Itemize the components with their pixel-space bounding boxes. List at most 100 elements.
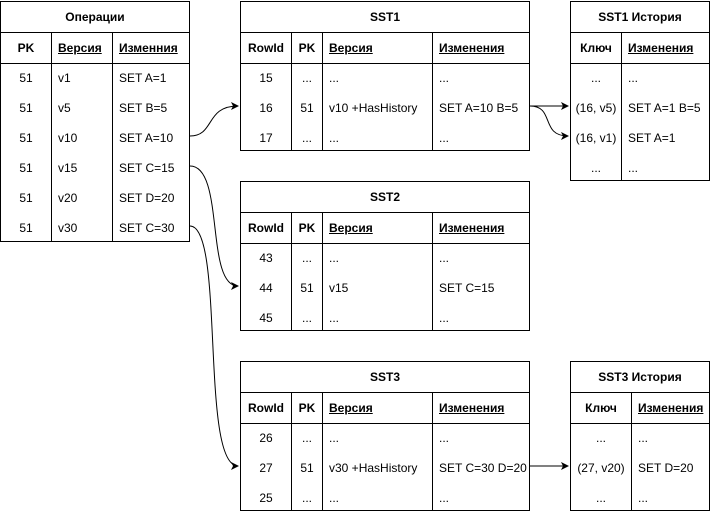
cell-changes: ...: [439, 251, 450, 265]
cell-version: v10 +HasHistory: [329, 101, 418, 115]
cell-key: ...: [590, 161, 601, 175]
cell-changes: SET C=15: [439, 281, 495, 295]
sst1-table: SST1 RowId PK Версия Изменения 15 ... ..…: [240, 1, 530, 151]
cell-key: (27, v20): [577, 461, 625, 475]
sst2-title: SST2: [241, 182, 529, 213]
sst3-title: SST3: [241, 362, 529, 393]
cell-pk: ...: [301, 491, 312, 505]
cell-pk: 51: [300, 461, 314, 475]
cell-changes: ...: [628, 161, 639, 175]
table-row: (27, v20) SET D=20: [571, 453, 709, 483]
table-row: 44 51 v15 SET C=15: [241, 273, 529, 303]
cell-rowid: 43: [259, 251, 273, 265]
col-pk: PK: [298, 221, 316, 235]
col-pk: PK: [298, 401, 316, 415]
sst3-history-header: Ключ Изменения: [571, 393, 709, 424]
col-version: Версия: [58, 41, 102, 55]
cell-changes: SET C=30: [119, 221, 175, 235]
cell-pk: ...: [301, 251, 312, 265]
cell-changes: SET A=10 B=5: [439, 101, 519, 115]
sst1-history-header: Ключ Изменения: [571, 33, 709, 64]
sst3-table: SST3 RowId PK Версия Изменения 26 ... ..…: [240, 361, 530, 511]
col-key: Ключ: [580, 41, 612, 55]
cell-version: ...: [329, 131, 340, 145]
arrow-sst1-to-history-v1: [529, 105, 569, 140]
cell-version: v30: [58, 221, 78, 235]
cell-version: ...: [329, 491, 340, 505]
cell-changes: SET C=15: [119, 161, 175, 175]
table-row: 51 v5 SET B=5: [1, 93, 189, 123]
table-row: 51 v1 SET A=1: [1, 63, 189, 93]
col-changes: Изменения: [638, 401, 704, 415]
cell-version: v15: [58, 161, 78, 175]
table-row: 51 v10 SET A=10: [1, 123, 189, 153]
cell-version: ...: [329, 431, 340, 445]
sst1-title: SST1: [241, 2, 529, 33]
cell-changes: SET B=5: [119, 101, 168, 115]
arrow-ops-to-sst1: [189, 102, 239, 137]
cell-key: ...: [595, 431, 606, 445]
cell-pk: 51: [19, 71, 33, 85]
col-version: Версия: [329, 41, 373, 55]
cell-pk: 51: [19, 101, 33, 115]
col-version: Версия: [329, 221, 373, 235]
cell-changes: SET A=1: [119, 71, 167, 85]
cell-version: ...: [329, 311, 340, 325]
cell-version: v1: [58, 71, 71, 85]
sst3-header: RowId PK Версия Изменения: [241, 393, 529, 424]
table-row: 17 ... ... ...: [241, 123, 529, 153]
cell-key: (16, v5): [575, 101, 617, 115]
cell-rowid: 44: [259, 281, 273, 295]
table-row: 51 v30 SET C=30: [1, 213, 189, 243]
col-key: Ключ: [585, 401, 617, 415]
sst2-header: RowId PK Версия Изменения: [241, 213, 529, 244]
arrow-ops-to-sst2: [189, 165, 239, 290]
col-changes: Изменения: [439, 221, 505, 235]
cell-changes: SET A=1: [628, 131, 676, 145]
col-changes: Изменния: [119, 41, 178, 55]
cell-key: ...: [590, 71, 601, 85]
cell-pk: 51: [19, 161, 33, 175]
cell-rowid: 15: [259, 71, 273, 85]
table-row: (16, v5) SET A=1 B=5: [571, 93, 709, 123]
cell-pk: ...: [301, 311, 312, 325]
table-row: 51 v15 SET C=15: [1, 153, 189, 183]
table-row: (16, v1) SET A=1: [571, 123, 709, 153]
cell-changes: ...: [628, 71, 639, 85]
cell-pk: 51: [19, 131, 33, 145]
cell-changes: ...: [439, 131, 450, 145]
table-row: ... ...: [571, 153, 709, 183]
table-row: ... ...: [571, 63, 709, 93]
cell-changes: SET D=20: [638, 461, 694, 475]
cell-key: (16, v1): [575, 131, 617, 145]
cell-pk: 51: [19, 221, 33, 235]
operations-table: Операции PK Версия Изменния 51 v1 SET A=…: [0, 1, 190, 242]
cell-changes: ...: [439, 311, 450, 325]
cell-changes: SET A=1 B=5: [628, 101, 701, 115]
col-changes: Изменения: [628, 41, 694, 55]
operations-title: Операции: [1, 2, 189, 33]
operations-header: PK Версия Изменния: [1, 33, 189, 64]
cell-rowid: 45: [259, 311, 273, 325]
sst2-table: SST2 RowId PK Версия Изменения 43 ... ..…: [240, 181, 530, 331]
cell-changes: SET A=10: [119, 131, 174, 145]
cell-changes: ...: [439, 431, 450, 445]
col-rowid: RowId: [248, 41, 284, 55]
col-version: Версия: [329, 401, 373, 415]
cell-changes: ...: [638, 431, 649, 445]
cell-rowid: 16: [259, 101, 273, 115]
cell-rowid: 25: [259, 491, 273, 505]
col-rowid: RowId: [248, 221, 284, 235]
cell-pk: ...: [301, 131, 312, 145]
cell-changes: SET D=20: [119, 191, 175, 205]
sst1-history-title: SST1 История: [571, 2, 709, 33]
cell-version: v5: [58, 101, 71, 115]
cell-changes: ...: [439, 71, 450, 85]
cell-version: v15: [329, 281, 349, 295]
cell-rowid: 26: [259, 431, 273, 445]
col-changes: Изменения: [439, 41, 505, 55]
table-row: 51 v20 SET D=20: [1, 183, 189, 213]
sst1-history-table: SST1 История Ключ Изменения ... ... (16,…: [570, 1, 710, 181]
table-row: 27 51 v30 +HasHistory SET C=30 D=20: [241, 453, 529, 483]
